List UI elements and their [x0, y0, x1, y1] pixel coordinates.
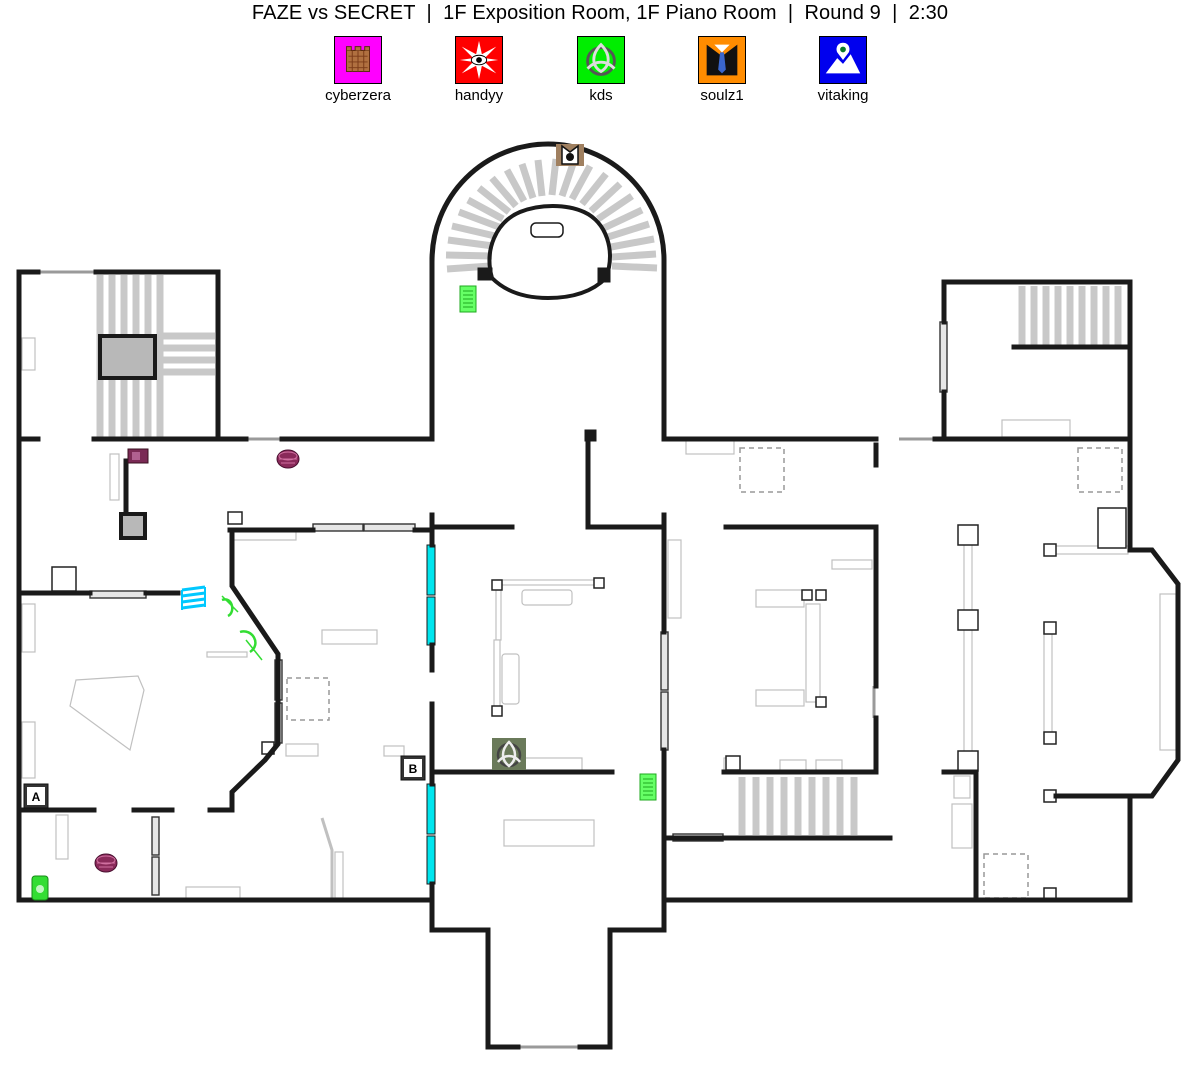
furniture [21, 337, 1177, 900]
walls [16, 141, 1181, 1050]
spiked-eye-icon [455, 36, 503, 84]
player-soulz1[interactable]: soulz1 [662, 36, 782, 104]
player-name: handyy [454, 87, 504, 104]
player-name: kds [589, 87, 613, 104]
site-b-label: B [409, 762, 418, 776]
triquetra-knot-icon [577, 36, 625, 84]
player-cyberzera[interactable]: cyberzera [298, 36, 418, 104]
reinforced-windows [426, 544, 436, 885]
cyan-barricade-icon [181, 585, 206, 610]
drone-camera-icon [556, 144, 584, 166]
suit-tie-icon [698, 36, 746, 84]
player-name: soulz1 [700, 87, 744, 104]
player-name: vitaking [817, 87, 869, 104]
site-a-label: A [32, 790, 41, 804]
player-handyy[interactable]: handyy [419, 36, 539, 104]
spiral-staircase [445, 158, 658, 273]
purple-trap-icons [94, 448, 300, 873]
player-name: cyberzera [325, 87, 391, 104]
green-gadget-icons [31, 285, 657, 901]
mountain-pin-icon [819, 36, 867, 84]
player-kds[interactable]: kds [541, 36, 661, 104]
site-b-marker: B [400, 755, 426, 781]
header-title: FAZE vs SECRET | 1F Exposition Room, 1F … [251, 2, 949, 24]
castle-barricade-icon [334, 36, 382, 84]
objective-zones [286, 447, 1123, 899]
site-a-marker: A [23, 783, 49, 809]
pillars [51, 507, 1127, 901]
triquetra-knot-icon [492, 738, 526, 770]
doorways [17, 270, 1132, 1049]
player-vitaking[interactable]: vitaking [783, 36, 903, 104]
